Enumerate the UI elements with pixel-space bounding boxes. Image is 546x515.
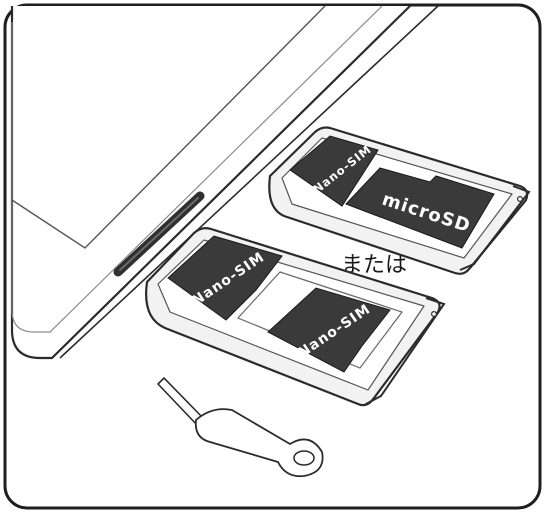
bottom-tray-eject-hole: [431, 311, 438, 318]
sim-slot-port-inner: [119, 197, 199, 271]
top-nano-sim-card: Nano-SIM: [289, 135, 379, 207]
top-tray-handle: [459, 185, 531, 271]
top-nano-sim-shape: [289, 135, 379, 207]
bottom-nano-sim-2-shape: [267, 287, 391, 373]
eject-pin-ring-hole: [293, 450, 315, 466]
sim-eject-pin: [157, 377, 324, 478]
top-tray-eject-hole: [516, 196, 523, 203]
phone-screen-edge: [11, 5, 326, 249]
phone-inner-edge: [11, 5, 383, 333]
bottom-sim-tray: Nano-SIM Nano-SIM: [145, 227, 446, 407]
phone-side-highlight: [59, 5, 439, 359]
bottom-nano-sim-1-shape: [167, 235, 283, 321]
top-sim-tray: Nano-SIM microSD: [268, 126, 531, 275]
bottom-tray-handle: [365, 297, 446, 405]
phone-outline: [10, 5, 411, 360]
eject-pin-body: [194, 408, 324, 478]
top-microsd-shape: [345, 167, 495, 249]
phone-body: [10, 5, 439, 360]
illustration-frame: [3, 3, 542, 510]
